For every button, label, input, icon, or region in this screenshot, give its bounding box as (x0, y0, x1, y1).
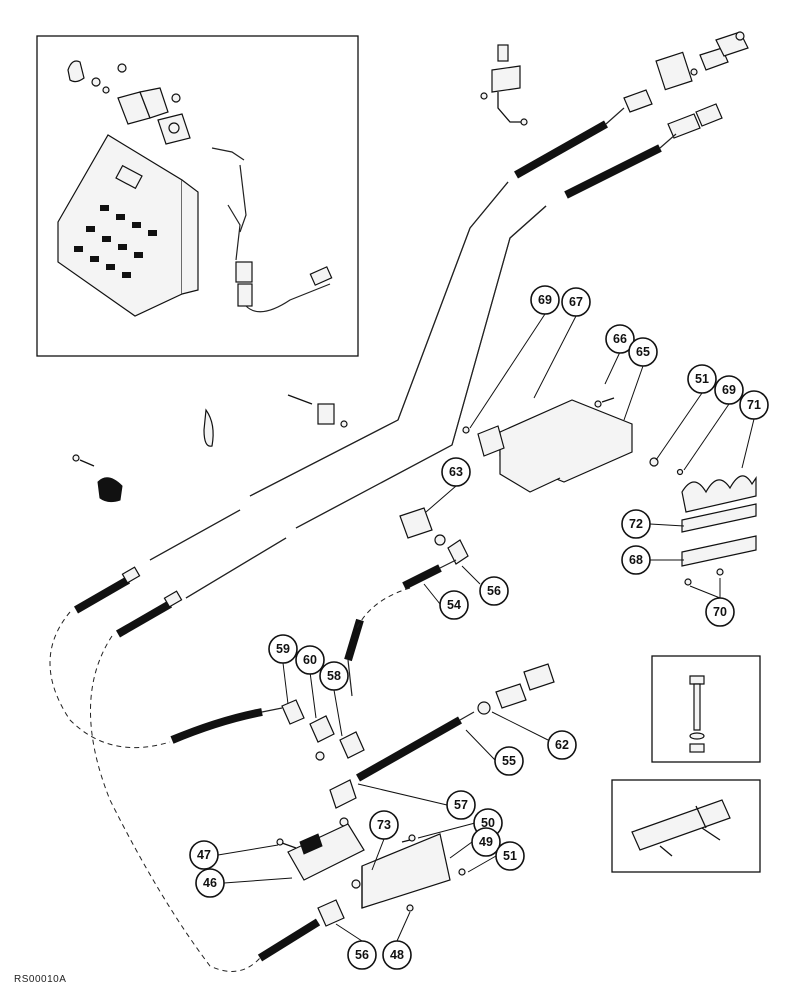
svg-text:56: 56 (487, 584, 501, 598)
callout-51-upper: 51 (687, 364, 717, 394)
svg-text:55: 55 (502, 754, 516, 768)
upper-couplers (480, 31, 749, 139)
hydraulic-lines (74, 107, 677, 638)
callout-49: 49 (471, 827, 501, 857)
callout-71: 71 (739, 390, 769, 420)
dashed-routing (49, 611, 261, 972)
svg-text:51: 51 (695, 372, 709, 386)
valve-bracket (462, 397, 659, 493)
svg-text:72: 72 (629, 517, 643, 531)
callout-56-middle: 56 (479, 576, 509, 606)
svg-text:63: 63 (449, 465, 463, 479)
callout-70: 70 (705, 597, 735, 627)
callout-72: 72 (621, 509, 651, 539)
svg-text:59: 59 (276, 642, 290, 656)
clamps (72, 394, 348, 503)
svg-text:73: 73 (377, 818, 391, 832)
callout-69-right: 69 (714, 375, 744, 405)
middle-fittings (344, 507, 469, 697)
svg-text:65: 65 (636, 345, 650, 359)
pin-detail-inset (611, 779, 761, 873)
leader-lines (217, 313, 755, 942)
callout-46: 46 (195, 868, 225, 898)
callout-59: 59 (268, 634, 298, 664)
svg-text:57: 57 (454, 798, 468, 812)
callout-65: 65 (628, 337, 658, 367)
lower-valve-assembly (170, 663, 555, 962)
callout-66: 66 (605, 324, 635, 354)
svg-text:60: 60 (303, 653, 317, 667)
svg-text:69: 69 (538, 293, 552, 307)
callout-60: 60 (295, 645, 325, 675)
callout-51-lower: 51 (495, 841, 525, 871)
svg-text:68: 68 (629, 553, 643, 567)
svg-text:70: 70 (713, 605, 727, 619)
svg-text:56: 56 (355, 948, 369, 962)
svg-text:58: 58 (327, 669, 341, 683)
callout-68: 68 (621, 545, 651, 575)
svg-text:62: 62 (555, 738, 569, 752)
callout-48: 48 (382, 940, 412, 970)
callout-47: 47 (189, 840, 219, 870)
svg-text:71: 71 (747, 398, 761, 412)
svg-text:54: 54 (447, 598, 461, 612)
svg-text:50: 50 (481, 816, 495, 830)
console-buttons (74, 205, 157, 278)
callout-54: 54 (439, 590, 469, 620)
callout-56-lower: 56 (347, 940, 377, 970)
bolt-detail-inset (651, 655, 761, 763)
svg-text:48: 48 (390, 948, 404, 962)
callout-62: 62 (547, 730, 577, 760)
callout-69: 69 (530, 285, 560, 315)
reference-code: RS00010A (14, 974, 67, 985)
hose-clamp-assembly (676, 468, 757, 586)
callout-58: 58 (319, 661, 349, 691)
svg-text:66: 66 (613, 332, 627, 346)
callout-55: 55 (494, 746, 524, 776)
svg-text:49: 49 (479, 835, 493, 849)
svg-text:67: 67 (569, 295, 583, 309)
svg-text:69: 69 (722, 383, 736, 397)
svg-text:47: 47 (197, 848, 211, 862)
callout-63: 63 (441, 457, 471, 487)
callout-73: 73 (369, 810, 399, 840)
callout-67: 67 (561, 287, 591, 317)
control-console-inset (36, 35, 359, 357)
svg-text:46: 46 (203, 876, 217, 890)
svg-text:51: 51 (503, 849, 517, 863)
callout-57: 57 (446, 790, 476, 820)
